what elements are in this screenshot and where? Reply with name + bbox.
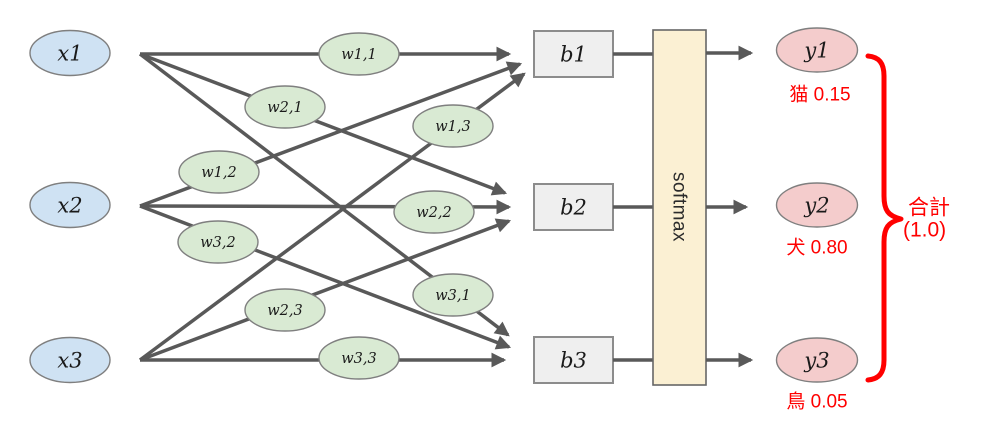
- bias-label-b1: b1: [560, 42, 587, 66]
- weight-label-w3-1: w3,1: [435, 288, 470, 304]
- total-label-line2: (1.0): [903, 218, 946, 241]
- edge-x3-b2: [139, 218, 512, 362]
- weight-label-w2-1: w2,1: [267, 100, 302, 116]
- bias-box-b1: [533, 30, 614, 78]
- output-node-y2: y2 犬 0.80: [775, 182, 859, 259]
- weight-node-w2-3: w2,3: [244, 288, 326, 332]
- input-label-x1: x1: [57, 41, 82, 65]
- weight-node-w3-2: w3,2: [177, 220, 259, 264]
- weight-node-w3-1: w3,1: [412, 273, 494, 317]
- bias-box-b2: [533, 183, 614, 231]
- weight-ellipse-w1-2: [178, 150, 260, 194]
- weight-node-w3-3: w3,3: [318, 336, 400, 380]
- output-label-y1: y1: [803, 38, 829, 62]
- weight-label-w1-3: w1,3: [435, 119, 470, 135]
- output-node-y1: y1 猫 0.15: [775, 27, 859, 106]
- weight-node-w2-2: w2,2: [393, 190, 475, 234]
- input-node-x1: x1: [29, 29, 111, 77]
- input-node-x2: x2: [29, 181, 111, 229]
- weight-ellipse-w3-1: [412, 273, 494, 317]
- edge-x1-b2: [139, 52, 508, 196]
- weight-node-w2-1: w2,1: [244, 85, 326, 129]
- weight-label-w3-2: w3,2: [200, 235, 235, 251]
- input-label-x3: x3: [57, 348, 82, 372]
- softmax-label: softmax: [668, 172, 689, 242]
- weight-node-w1-2: w1,2: [178, 150, 260, 194]
- bias-node-b3: b3: [533, 336, 614, 384]
- weight-label-w2-3: w2,3: [267, 303, 302, 319]
- input-ellipse-x3: [29, 336, 111, 384]
- output-label-y3: y3: [803, 348, 829, 372]
- softmax-node: softmax: [652, 29, 707, 386]
- softmax-box: [652, 29, 707, 386]
- output-annotation-y1: 猫 0.15: [789, 84, 850, 106]
- output-ellipse-y2: [775, 182, 859, 228]
- input-label-x2: x2: [57, 193, 82, 217]
- input-ellipse-x2: [29, 181, 111, 229]
- bias-node-b1: b1: [533, 30, 614, 78]
- output-label-y2: y2: [803, 193, 829, 217]
- output-node-y3: y3 鳥 0.05: [775, 337, 859, 413]
- bias-box-b3: [533, 336, 614, 384]
- output-ellipse-y3: [775, 337, 859, 383]
- input-ellipse-x1: [29, 29, 111, 77]
- bias-node-b2: b2: [533, 183, 614, 231]
- weight-node-w1-1: w1,1: [318, 32, 400, 76]
- weight-label-w1-2: w1,2: [201, 165, 236, 181]
- weight-label-w3-3: w3,3: [341, 351, 376, 367]
- weight-ellipse-w1-1: [318, 32, 400, 76]
- weight-label-w1-1: w1,1: [341, 47, 376, 63]
- weight-ellipse-w1-3: [412, 104, 494, 148]
- weight-ellipse-w2-2: [393, 190, 475, 234]
- total-brace: [865, 53, 904, 383]
- output-annotation-y2: 犬 0.80: [786, 237, 847, 259]
- weight-label-w2-2: w2,2: [416, 205, 451, 221]
- output-ellipse-y1: [775, 27, 859, 73]
- total-label-group: 合計 (1.0): [903, 196, 950, 241]
- weight-node-w1-3: w1,3: [412, 104, 494, 148]
- total-label-line1: 合計: [908, 196, 950, 219]
- output-annotation-y3: 鳥 0.05: [786, 391, 847, 413]
- bias-label-b2: b2: [560, 195, 587, 219]
- weight-ellipse-w2-3: [244, 288, 326, 332]
- bias-label-b3: b3: [560, 348, 587, 372]
- input-node-x3: x3: [29, 336, 111, 384]
- weight-ellipse-w3-2: [177, 220, 259, 264]
- weight-ellipse-w2-1: [244, 85, 326, 129]
- weight-ellipse-w3-3: [318, 336, 400, 380]
